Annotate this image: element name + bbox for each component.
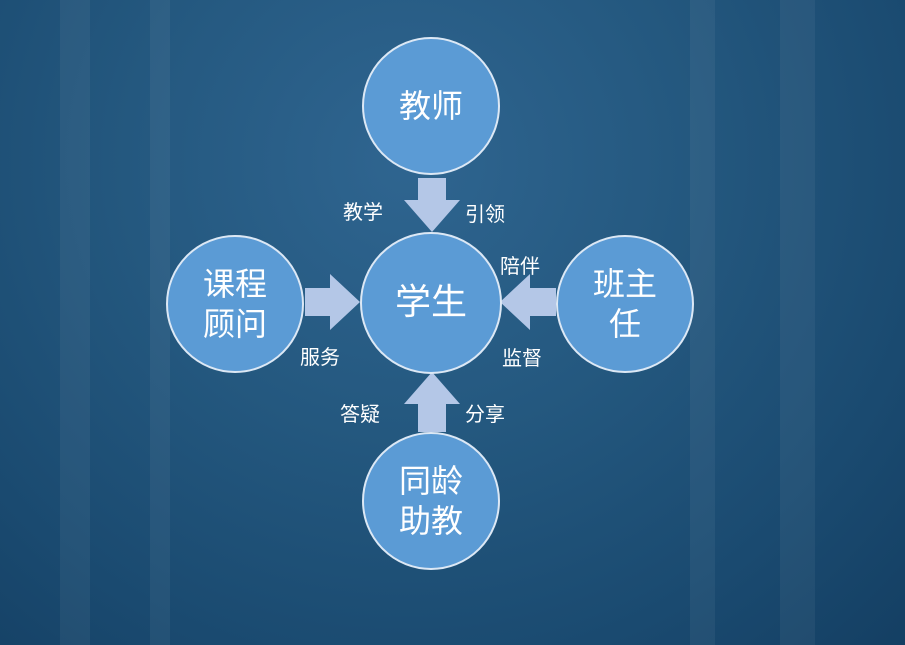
node-label: 任 xyxy=(608,305,641,343)
arrow-right-icon xyxy=(305,274,360,330)
label-accompany: 陪伴 xyxy=(500,254,540,278)
node-head-teacher: 班主任 xyxy=(556,235,694,373)
node-label: 学生 xyxy=(394,282,467,323)
arrow-down-icon xyxy=(404,178,460,232)
arrow-left-icon xyxy=(500,274,556,330)
node-student: 学生 xyxy=(360,232,502,374)
node-label: 顾问 xyxy=(202,305,267,343)
background-stripe xyxy=(780,0,815,645)
label-answer: 答疑 xyxy=(340,402,380,426)
node-label: 同龄 xyxy=(398,462,463,500)
background-stripe xyxy=(150,0,170,645)
label-leading: 引领 xyxy=(465,202,505,226)
arrow-up-icon xyxy=(404,372,460,432)
label-teaching: 教学 xyxy=(343,200,383,224)
background-stripe xyxy=(690,0,715,645)
node-course-advisor: 课程顾问 xyxy=(166,235,304,373)
label-supervise: 监督 xyxy=(502,346,542,370)
label-share: 分享 xyxy=(465,402,505,426)
label-service: 服务 xyxy=(300,345,340,369)
node-label: 课程 xyxy=(202,265,267,303)
node-teacher: 教师 xyxy=(362,37,500,175)
node-label: 班主 xyxy=(592,265,657,303)
node-label: 教师 xyxy=(398,87,463,125)
background-stripe xyxy=(60,0,90,645)
node-peer-assistant: 同龄助教 xyxy=(362,432,500,570)
node-label: 助教 xyxy=(398,502,463,540)
